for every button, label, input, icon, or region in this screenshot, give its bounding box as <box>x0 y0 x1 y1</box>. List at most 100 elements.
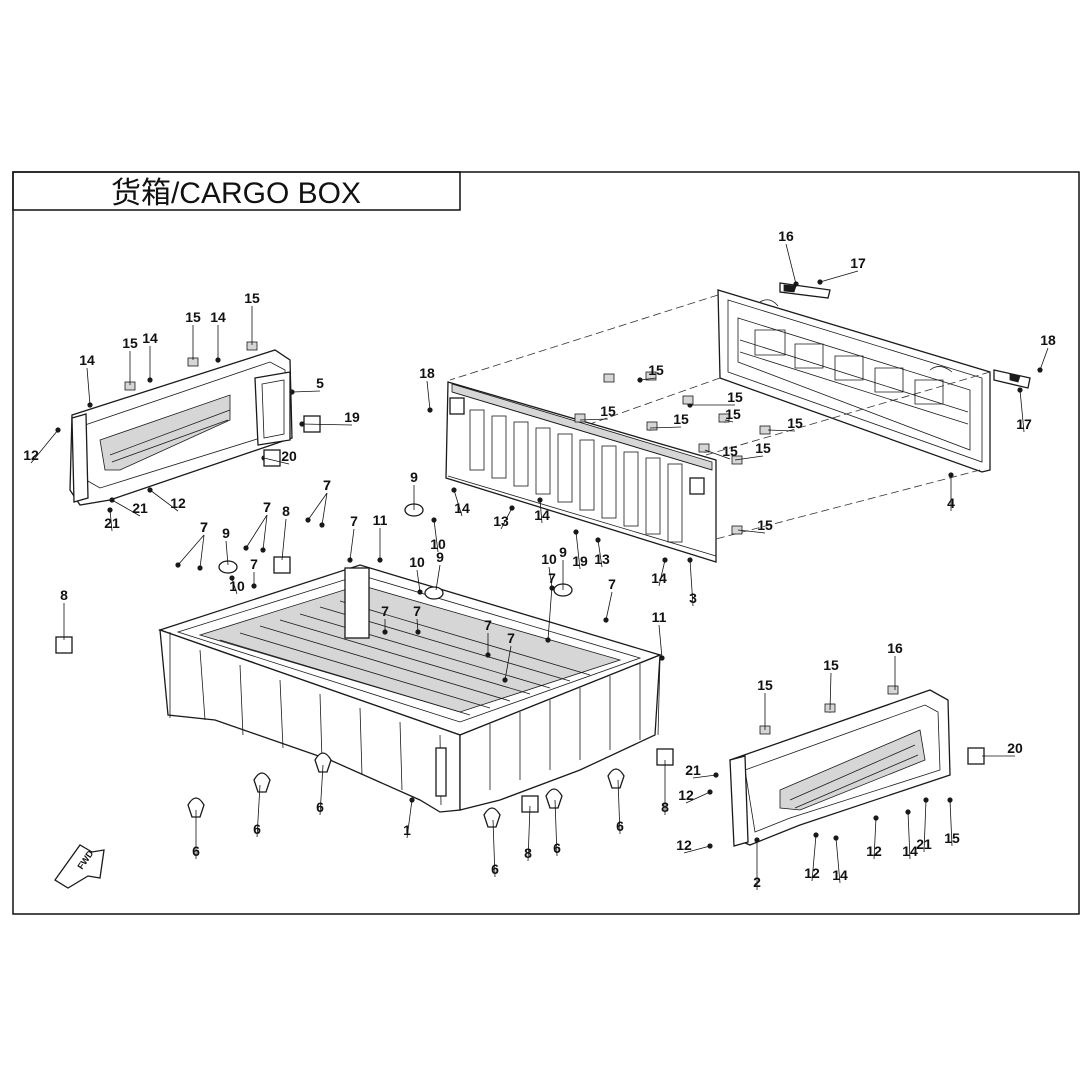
callout-8: 8 <box>661 799 669 815</box>
callout-11: 11 <box>373 512 388 528</box>
callout-15: 15 <box>725 406 741 422</box>
tie-down-9 <box>424 586 444 600</box>
leader-line <box>767 429 796 432</box>
callout-6: 6 <box>192 843 200 859</box>
leader-line <box>907 811 911 860</box>
page-title: 货箱/CARGO BOX <box>111 177 361 210</box>
leader-line <box>263 457 290 465</box>
mount-bracket-6 <box>545 788 563 809</box>
callout-8: 8 <box>60 587 68 603</box>
leader-line <box>737 529 766 534</box>
leader-line <box>605 591 613 621</box>
bulkhead-part-3 <box>445 381 717 563</box>
callout-17: 17 <box>1016 416 1032 432</box>
leader-line <box>649 426 682 429</box>
leader-line <box>704 449 731 460</box>
leader-line <box>453 489 463 517</box>
leader-line <box>1019 389 1025 433</box>
callout-19: 19 <box>344 409 360 425</box>
callout-14: 14 <box>534 507 550 523</box>
clip-15 <box>718 413 730 423</box>
leader-line <box>435 564 441 591</box>
leader-line <box>658 559 666 587</box>
callout-6: 6 <box>491 861 499 877</box>
callout-18: 18 <box>419 365 435 381</box>
leader-line <box>231 577 238 595</box>
callout-12: 12 <box>866 843 882 859</box>
callout-16: 16 <box>887 640 903 656</box>
clip-15 <box>887 685 899 695</box>
leader-line <box>949 799 953 847</box>
leader-line <box>149 489 179 512</box>
leader-line <box>245 514 268 549</box>
callout-17: 17 <box>850 255 866 271</box>
leader-line <box>426 380 431 411</box>
mount-bracket-6 <box>187 797 205 818</box>
callout-6: 6 <box>553 840 561 856</box>
callout-15: 15 <box>727 389 743 405</box>
callout-14: 14 <box>142 330 158 346</box>
fastener-13 <box>509 505 515 511</box>
leader-line <box>406 799 413 839</box>
leader-line <box>1039 347 1049 371</box>
callout-21: 21 <box>104 515 120 531</box>
callout-5: 5 <box>316 375 324 391</box>
callout-7: 7 <box>507 630 515 646</box>
leader-line <box>819 270 859 283</box>
callout-20: 20 <box>281 448 297 464</box>
leader-line <box>301 423 353 426</box>
leader-line <box>575 531 581 570</box>
callout-13: 13 <box>493 513 509 529</box>
callout-14: 14 <box>454 500 470 516</box>
callout-6: 6 <box>616 818 624 834</box>
mount-bracket-6 <box>483 807 501 828</box>
latch-part-16-top <box>779 282 831 299</box>
callout-7: 7 <box>250 556 258 572</box>
callout-14: 14 <box>79 352 95 368</box>
leader-line <box>30 429 59 464</box>
leader-line <box>225 540 229 566</box>
callout-15: 15 <box>673 411 689 427</box>
callout-11: 11 <box>652 609 667 625</box>
leader-line <box>527 805 531 862</box>
callout-7: 7 <box>548 570 556 586</box>
callout-14: 14 <box>902 843 918 859</box>
callout-9: 9 <box>436 549 444 565</box>
callout-10: 10 <box>229 578 245 594</box>
leader-line <box>724 419 734 423</box>
callout-8: 8 <box>524 845 532 861</box>
tailgate-part-4 <box>717 289 991 473</box>
leader-line <box>554 799 558 857</box>
leader-line <box>433 519 439 553</box>
callout-15: 15 <box>600 403 616 419</box>
callout-21: 21 <box>916 836 932 852</box>
callout-20: 20 <box>1007 740 1023 756</box>
callout-21: 21 <box>685 762 701 778</box>
callout-10: 10 <box>409 554 425 570</box>
callout-10: 10 <box>541 551 557 567</box>
callout-1: 1 <box>403 822 411 838</box>
callout-14: 14 <box>651 570 667 586</box>
leader-line <box>504 645 512 681</box>
leader-line <box>256 784 261 838</box>
callout-7: 7 <box>323 477 331 493</box>
leader-line <box>416 618 419 633</box>
mount-bracket-6 <box>314 752 332 773</box>
clip-15 <box>603 373 615 383</box>
leader-line <box>349 528 355 561</box>
callout-15: 15 <box>944 830 960 846</box>
callout-15: 15 <box>755 440 771 456</box>
leader-line <box>785 243 797 285</box>
leader-line <box>923 799 927 853</box>
leader-line <box>307 492 328 521</box>
mount-bracket-6 <box>253 772 271 793</box>
clip-15 <box>698 443 710 453</box>
diagram-border <box>12 171 1080 915</box>
leader-line <box>548 566 553 589</box>
callout-15: 15 <box>122 335 138 351</box>
side-panel-part-5 <box>69 349 293 506</box>
side-panel-part-2 <box>729 689 951 847</box>
callout-6: 6 <box>253 821 261 837</box>
